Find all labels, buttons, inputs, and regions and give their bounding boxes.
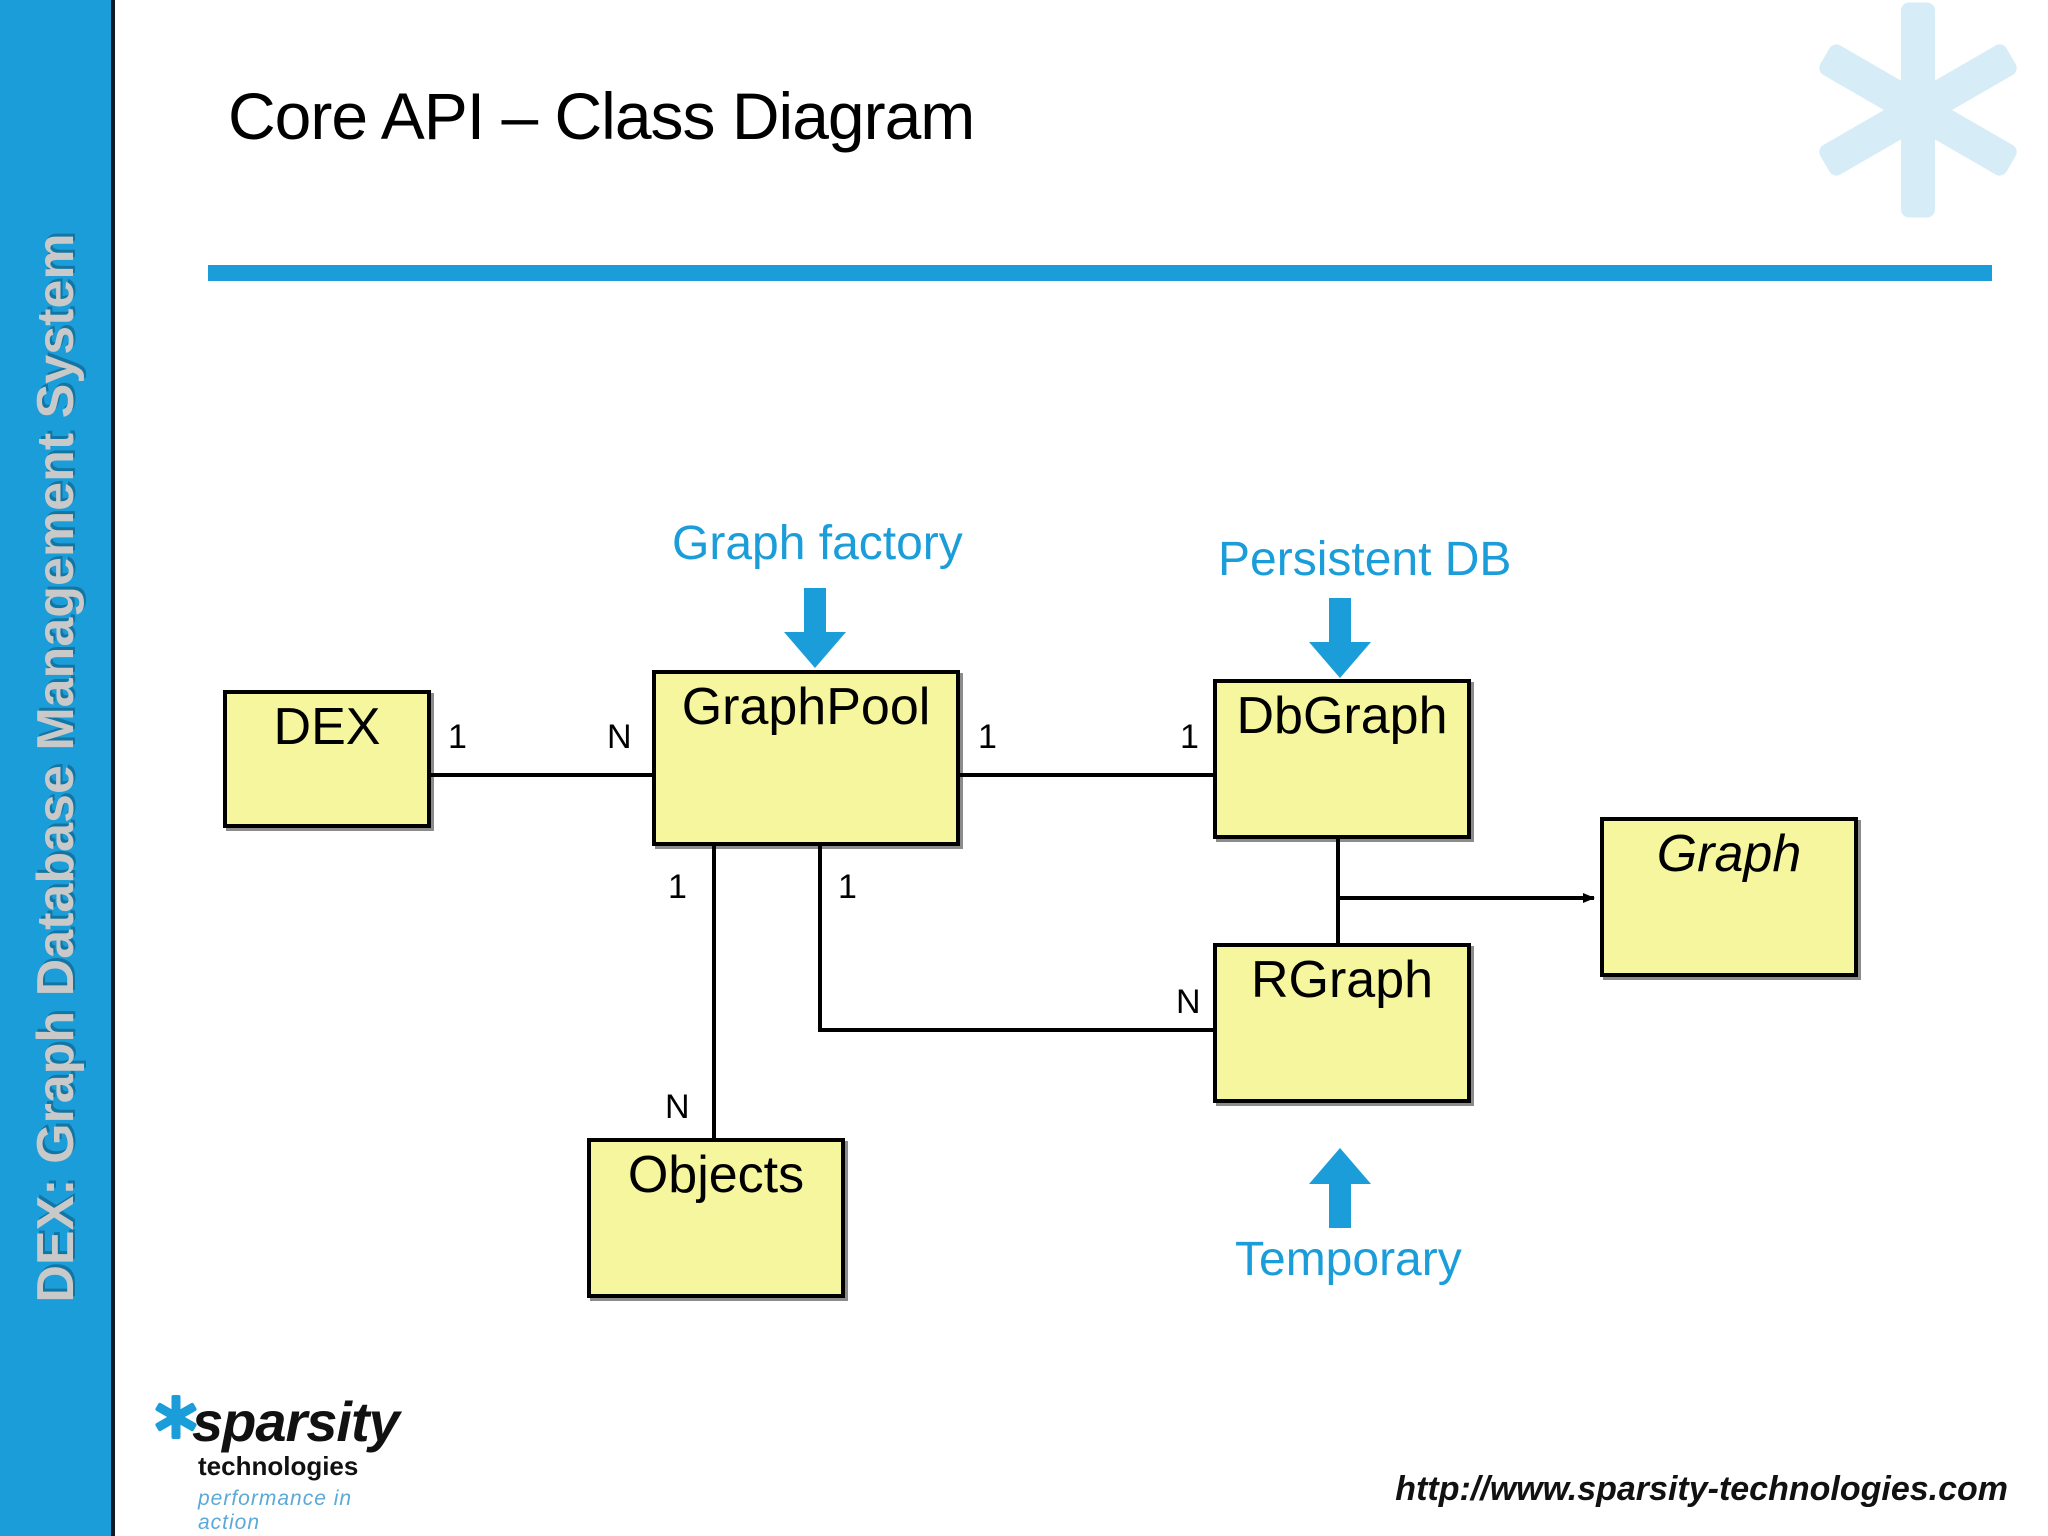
annotation-temporary-arrow-up-icon bbox=[1309, 1148, 1371, 1228]
annotation-persistent-db-label: Persistent DB bbox=[1218, 533, 1512, 586]
uml-box-rgraph[interactable]: RGraph bbox=[1213, 943, 1471, 1103]
page-title: Core API – Class Diagram bbox=[228, 79, 975, 153]
multiplicity-dbgraph-left: 1 bbox=[1180, 718, 1199, 756]
uml-box-graph-label: Graph bbox=[1656, 825, 1802, 883]
multiplicity-graphpool-bottom-objects: 1 bbox=[668, 868, 687, 906]
annotation-graph-factory-label: Graph factory bbox=[672, 517, 963, 570]
multiplicity-graphpool-right: 1 bbox=[978, 718, 997, 756]
multiplicity-rgraph-left: N bbox=[1176, 983, 1201, 1021]
multiplicity-dex-side: 1 bbox=[448, 718, 467, 756]
uml-box-graphpool[interactable]: GraphPool bbox=[652, 670, 960, 846]
multiplicity-graphpool-bottom-rgraph: 1 bbox=[838, 868, 857, 906]
sparsity-logo: sparsity technologies performance in act… bbox=[152, 1390, 412, 1534]
uml-box-objects[interactable]: Objects bbox=[587, 1138, 845, 1298]
asterisk-icon bbox=[152, 1393, 200, 1441]
uml-box-dex[interactable]: DEX bbox=[223, 690, 431, 828]
annotation-temporary-label: Temporary bbox=[1235, 1233, 1462, 1286]
uml-box-dex-label: DEX bbox=[273, 698, 381, 756]
uml-box-graph[interactable]: Graph bbox=[1600, 817, 1858, 977]
uml-box-objects-label: Objects bbox=[627, 1146, 805, 1204]
sidebar: DEX: Graph Database Management System bbox=[0, 0, 115, 1536]
title-underline-rule bbox=[208, 265, 1992, 281]
footer-url[interactable]: http://www.sparsity-technologies.com bbox=[1395, 1470, 2008, 1508]
logo-sub-text: technologies bbox=[198, 1451, 359, 1481]
logo-tagline-text: performance in action bbox=[198, 1487, 353, 1534]
uml-box-dbgraph[interactable]: DbGraph bbox=[1213, 679, 1471, 839]
multiplicity-objects-top: N bbox=[665, 1088, 690, 1126]
annotation-graph-factory-arrow-down-icon bbox=[784, 588, 846, 668]
annotation-persistent-db-arrow-down-icon bbox=[1309, 598, 1371, 678]
uml-box-graphpool-label: GraphPool bbox=[681, 678, 931, 736]
uml-box-dbgraph-label: DbGraph bbox=[1236, 687, 1448, 745]
logo-brand-text: sparsity bbox=[192, 1390, 400, 1453]
uml-box-rgraph-label: RGraph bbox=[1250, 951, 1434, 1009]
multiplicity-graphpool-left: N bbox=[607, 718, 632, 756]
